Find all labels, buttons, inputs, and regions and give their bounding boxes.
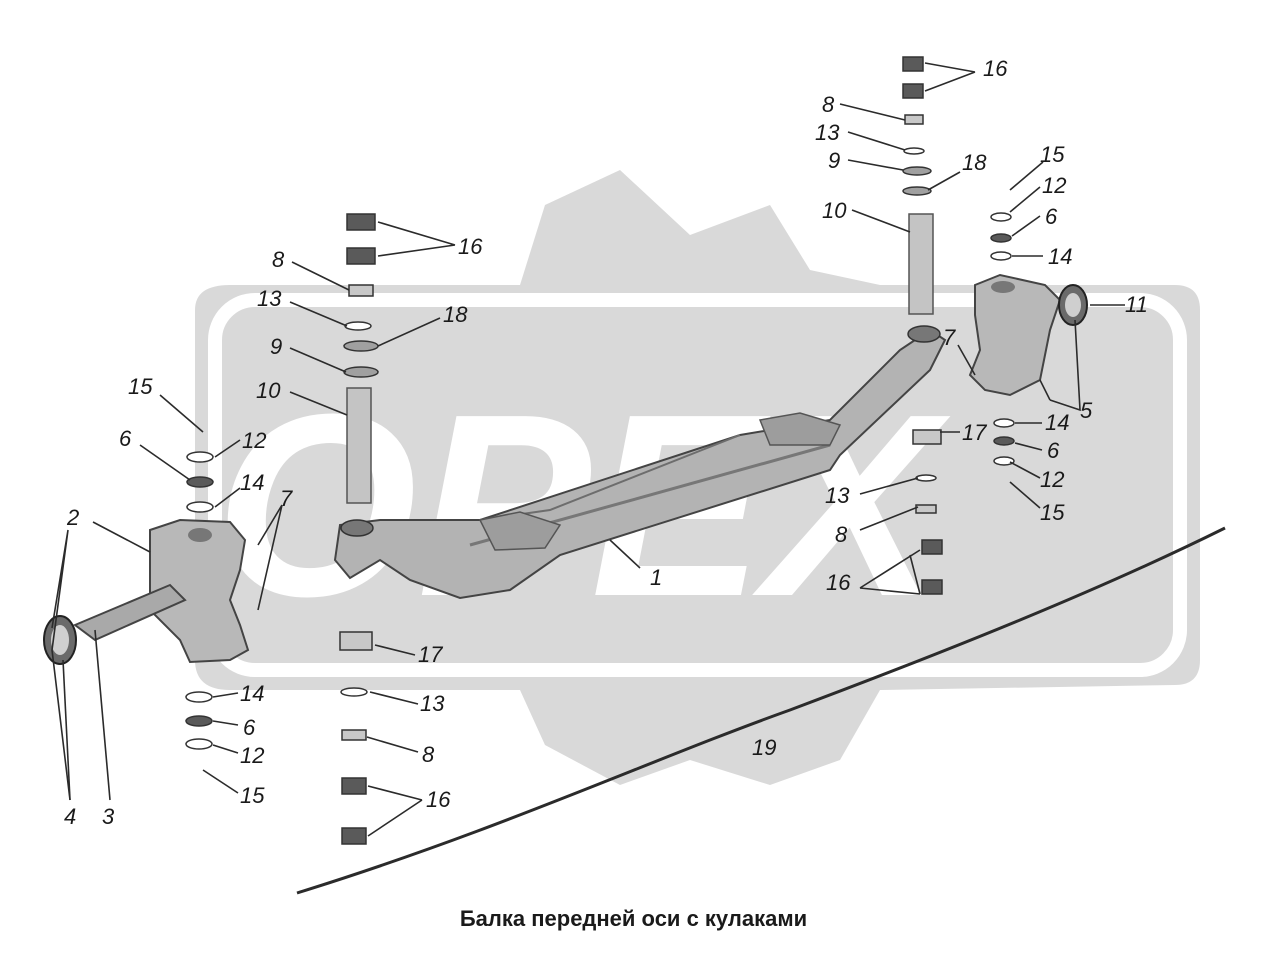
callout-8-top-right: 8 (822, 92, 835, 117)
callout-5: 5 (1080, 398, 1093, 423)
callout-12-top-right: 12 (1042, 173, 1066, 198)
callout-17-mid: 17 (418, 642, 443, 667)
callout-15-left-low: 15 (240, 783, 265, 808)
right-steering-knuckle (968, 273, 1088, 397)
callout-16-mid-low: 16 (426, 787, 451, 812)
callout-13-top-right: 13 (815, 120, 840, 145)
callout-16-right-low: 16 (826, 570, 851, 595)
callout-13-right-low: 13 (825, 483, 850, 508)
callout-2: 2 (66, 505, 79, 530)
right-king-pin (908, 213, 934, 315)
callout-16-top-right: 16 (983, 56, 1008, 81)
callout-8-mid-low: 8 (422, 742, 435, 767)
callout-3: 3 (102, 804, 115, 829)
axle-beam (333, 325, 947, 600)
callout-9-mid: 9 (270, 334, 282, 359)
callout-14-right-low: 14 (1045, 410, 1069, 435)
callout-6-top-right: 6 (1045, 204, 1058, 229)
callout-15-top-right: 15 (1040, 142, 1065, 167)
callout-15-right-low: 15 (1040, 500, 1065, 525)
callout-13-mid-top: 13 (257, 286, 282, 311)
callout-14-left-top: 14 (240, 470, 264, 495)
leader-lines (51, 62, 1125, 837)
callout-11: 11 (1125, 292, 1148, 317)
callout-14-left-low: 14 (240, 681, 264, 706)
diagram-caption: Балка передней оси с кулаками (459, 906, 808, 931)
callout-15-left-top: 15 (128, 374, 153, 399)
callout-16-mid-top: 16 (458, 234, 483, 259)
callout-6-left-top: 6 (119, 426, 132, 451)
callout-9-top-right: 9 (828, 148, 840, 173)
bearing-parts (185, 56, 1015, 845)
callout-14-top-right: 14 (1048, 244, 1072, 269)
callout-6-right-low: 6 (1047, 438, 1060, 463)
left-king-pin (346, 387, 372, 504)
callout-17-right: 17 (962, 420, 987, 445)
callout-1: 1 (650, 565, 662, 590)
callout-18-mid: 18 (443, 302, 468, 327)
callout-6-left-low: 6 (243, 715, 256, 740)
watermark-frame (208, 293, 1187, 677)
callout-18-top-right: 18 (962, 150, 987, 175)
callout-12-left-top: 12 (242, 428, 266, 453)
callout-10-mid: 10 (256, 378, 281, 403)
callout-13-mid-low: 13 (420, 691, 445, 716)
callout-10-top-right: 10 (822, 198, 847, 223)
callout-numbers: 16 8 13 9 18 10 15 12 6 14 11 7 5 17 14 … (64, 56, 1148, 829)
left-steering-knuckle (43, 518, 250, 665)
ground-curve (296, 526, 1226, 895)
callout-8-right-low: 8 (835, 522, 848, 547)
callout-7-right: 7 (943, 325, 956, 350)
callout-8-mid-top: 8 (272, 247, 285, 272)
callout-4: 4 (64, 804, 76, 829)
callout-12-right-low: 12 (1040, 467, 1064, 492)
callout-7-left: 7 (280, 486, 293, 511)
callout-12-left-low: 12 (240, 743, 264, 768)
callout-19: 19 (752, 735, 776, 760)
